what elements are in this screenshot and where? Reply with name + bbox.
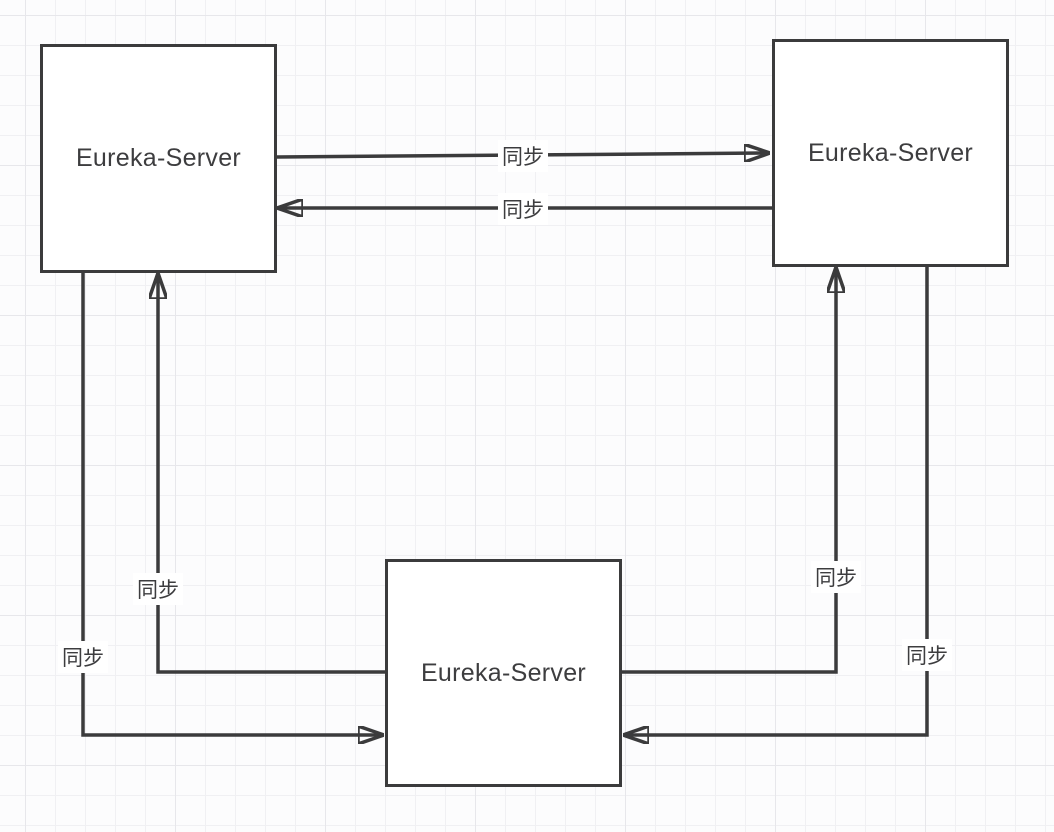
edge-bottom-to-topleft [158, 274, 385, 674]
node-eureka-server-top-left: Eureka-Server [40, 44, 277, 273]
edge-topright-to-bottom [624, 266, 929, 735]
edge-label-sync-bottom-to-topright: 同步 [811, 561, 861, 593]
edge-label-sync-topleft-to-topright: 同步 [498, 140, 548, 172]
node-label: Eureka-Server [75, 144, 242, 172]
node-label: Eureka-Server [807, 138, 974, 167]
edge-label-sync-topright-to-bottom: 同步 [902, 639, 952, 671]
edge-label-sync-bottom-to-topleft: 同步 [133, 573, 183, 605]
node-eureka-server-top-right: Eureka-Server [772, 39, 1009, 267]
edge-topleft-to-bottom [81, 272, 383, 735]
node-eureka-server-bottom: Eureka-Server [385, 559, 622, 787]
edge-bottom-to-topright [622, 268, 836, 674]
edge-label-sync-topright-to-topleft: 同步 [498, 193, 548, 225]
edge-label-sync-topleft-to-bottom: 同步 [58, 641, 108, 673]
node-label: Eureka-Server [420, 658, 587, 687]
